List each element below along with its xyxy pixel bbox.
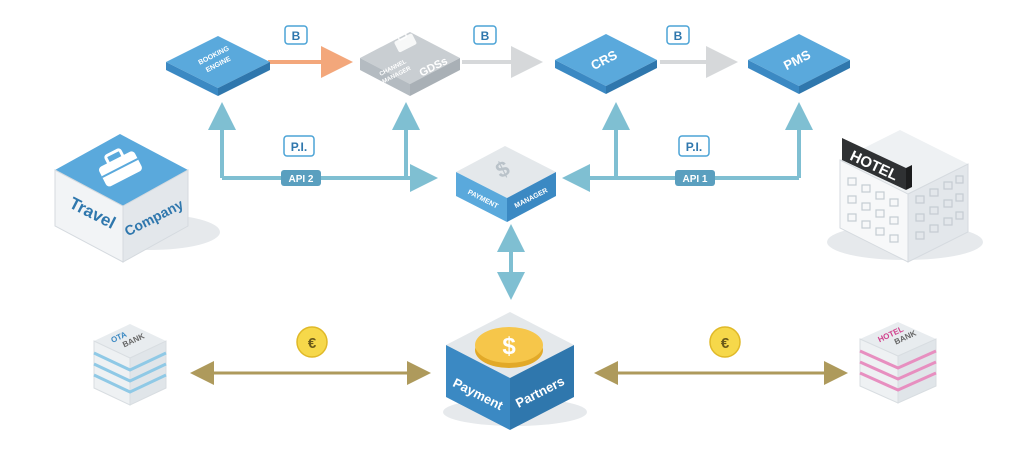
suitcase-icon [99, 148, 142, 187]
booking-badge-3: B [666, 25, 690, 45]
euro-icon-left: € [296, 326, 328, 358]
coin-icon: $ [475, 327, 543, 368]
briefcase-icon [394, 31, 417, 53]
payment-manager-node: $ PAYMENT MANAGER [456, 146, 556, 222]
api-2-label: API 2 [281, 170, 321, 186]
svg-text:€: € [308, 335, 317, 352]
svg-text:B: B [292, 29, 301, 43]
payment-partners-node: $ Payment Partners [443, 312, 587, 430]
payment-info-badge-right: P.I. [678, 135, 710, 157]
svg-text:€: € [721, 335, 730, 352]
svg-text:P.I.: P.I. [686, 140, 702, 154]
booking-badge-1: B [284, 25, 308, 45]
svg-text:API 2: API 2 [288, 174, 313, 185]
euro-icon-right: € [709, 326, 741, 358]
hotel-node: HOTEL [827, 130, 983, 263]
svg-text:B: B [674, 29, 683, 43]
api-2-connector [208, 102, 438, 192]
travel-company-node: Travel Company [54, 134, 220, 263]
crs-node: CRS [555, 34, 657, 94]
svg-text:P.I.: P.I. [291, 140, 307, 154]
svg-text:B: B [481, 29, 490, 43]
pms-node: PMS [748, 34, 850, 94]
hotel-bank-node: HOTEL BANK [859, 322, 937, 404]
hotel-windows [847, 175, 964, 243]
svg-text:API 1: API 1 [682, 174, 707, 185]
ota-bank-node: OTA BANK [93, 324, 167, 406]
booking-engine-node: BOOKING ENGINE [166, 36, 270, 96]
api-1-label: API 1 [675, 170, 715, 186]
gds-node: CHANNEL MANAGER GDSs [360, 31, 460, 96]
svg-text:$: $ [502, 333, 516, 360]
booking-badge-2: B [473, 25, 497, 45]
payment-info-badge-left: P.I. [283, 135, 315, 157]
